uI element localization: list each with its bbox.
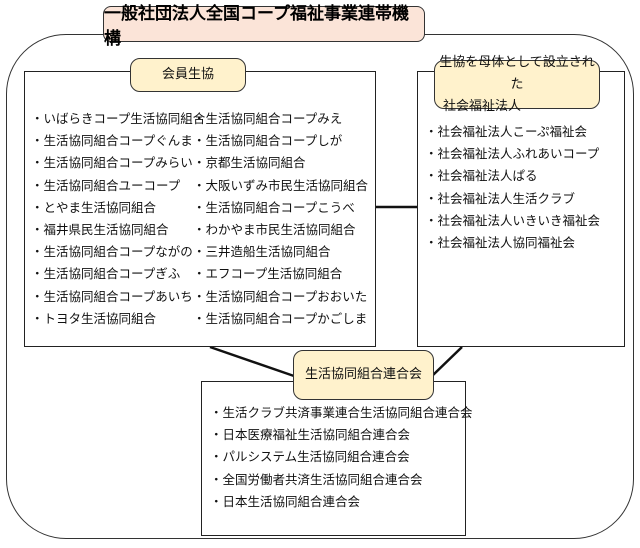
welfare-corp-box: ・社会福祉法人こーぷ福祉会・社会福祉法人ふれあいコープ・社会福祉法人ぱる・社会福…	[417, 71, 625, 347]
list-item: ・生活協同組合コープぐんま	[31, 133, 193, 149]
list-item: ・生活協同組合コープこうべ	[193, 199, 355, 215]
list-item: ・生活協同組合コープしが	[193, 133, 343, 149]
list-item: ・大阪いずみ市民生活協同組合	[193, 177, 369, 193]
list-item: ・生活協同組合コープみえ	[193, 111, 343, 126]
member-list-col1: ・いばらきコープ生活協同組合・生活協同組合コープぐんま・生活協同組合コープみらい…	[31, 108, 205, 330]
list-item: ・福井県民生活協同組合	[31, 221, 169, 237]
list-item: ・トヨタ生活協同組合	[31, 310, 157, 326]
list-item: ・いばらきコープ生活協同組合	[31, 111, 206, 126]
list-item: ・日本生活協同組合連合会	[210, 493, 361, 509]
page-title: 一般社団法人全国コープ福祉事業連帯機構	[103, 4, 425, 49]
list-item: ・日本医療福祉生活協同組合連合会	[210, 427, 411, 443]
member-coop-box: ・いばらきコープ生活協同組合・生活協同組合コープぐんま・生活協同組合コープみらい…	[24, 71, 376, 347]
connector-member-federation	[209, 345, 295, 378]
list-item: ・社会福祉法人いきいき福祉会	[425, 212, 601, 228]
list-item: ・社会福祉法人生活クラブ	[425, 190, 576, 206]
list-item: ・わかやま市民生活協同組合	[193, 221, 356, 237]
federation-label: 生活協同組合連合会	[293, 350, 434, 400]
member-list-col2: ・生活協同組合コープみえ・生活協同組合コープしが・京都生活協同組合・大阪いずみ市…	[193, 108, 368, 330]
federation-box: ・生活クラブ共済事業連合生活協同組合連合会・日本医療福祉生活協同組合連合会・パル…	[201, 381, 473, 536]
welfare-corp-label: 生協を母体として設立された 社会福祉法人	[434, 55, 600, 114]
list-item: ・生活協同組合コープあいち	[31, 288, 193, 304]
federation-list: ・生活クラブ共済事業連合生活協同組合連合会・日本医療福祉生活協同組合連合会・パル…	[210, 402, 473, 513]
list-item: ・生活協同組合コープおおいた	[193, 288, 368, 304]
list-item: ・生活協同組合ユーコープ	[31, 177, 181, 193]
list-item: ・三井造船生活協同組合	[193, 244, 331, 260]
welfare-list: ・社会福祉法人こーぷ福祉会・社会福祉法人ふれあいコープ・社会福祉法人ぱる・社会福…	[425, 121, 600, 254]
list-item: ・生活クラブ共済事業連合生活協同組合連合会	[210, 405, 473, 420]
list-item: ・とやま生活協同組合	[31, 199, 157, 215]
list-item: ・社会福祉法人協同福祉会	[425, 234, 576, 250]
member-coop-label: 会員生協	[130, 58, 246, 92]
connector-welfare-federation	[431, 346, 463, 377]
list-item: ・パルシステム生活協同組合連合会	[210, 449, 410, 465]
list-item: ・全国労働者共済生活協同組合連合会	[210, 471, 423, 487]
list-item: ・社会福祉法人こーぷ福祉会	[425, 124, 588, 139]
list-item: ・生活協同組合コープぎふ	[31, 266, 181, 282]
list-item: ・社会福祉法人ふれあいコープ	[425, 146, 600, 162]
list-item: ・生活協同組合コープながの	[31, 244, 193, 260]
welfare-label-line2: 社会福祉法人	[443, 98, 522, 114]
list-item: ・社会福祉法人ぱる	[425, 168, 538, 184]
list-item: ・生活協同組合コープかごしま	[193, 310, 368, 326]
welfare-label-line1: 生協を母体として設立された	[439, 54, 595, 92]
list-item: ・エフコープ生活協同組合	[193, 266, 343, 282]
list-item: ・生活協同組合コープみらい	[31, 155, 193, 171]
list-item: ・京都生活協同組合	[193, 155, 306, 171]
